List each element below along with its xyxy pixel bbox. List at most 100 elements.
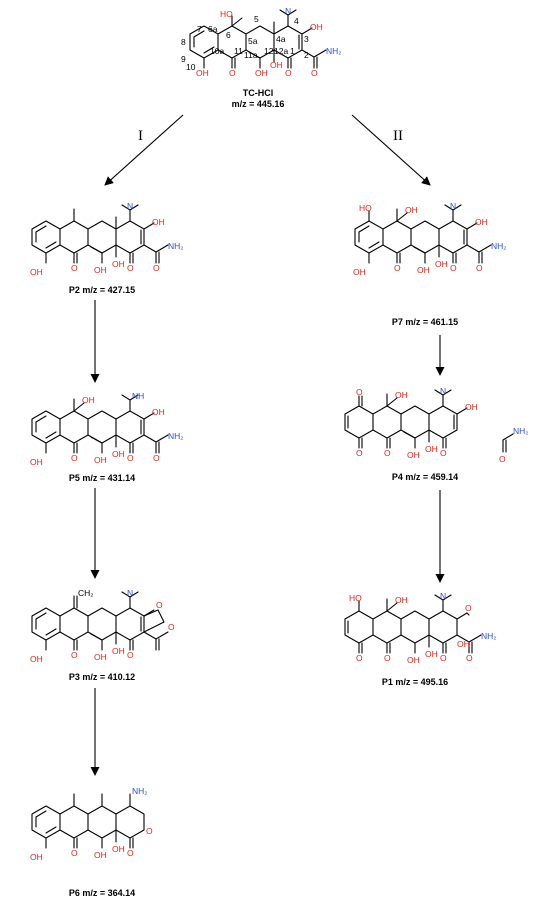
atom-label: OH [310,22,323,32]
svg-text:O: O [450,263,457,273]
svg-text:NH₂: NH₂ [168,241,184,251]
svg-text:O: O [153,453,160,463]
svg-text:OH: OH [30,852,43,862]
parent-mz-label: m/z = 445.16 [232,99,285,109]
svg-text:O: O [440,448,447,458]
svg-text:O: O [440,653,447,663]
product-p2: OH O OH OH O O OH NH₂ N P2 m/z = 427.15 [30,201,184,295]
atom-label: O [311,68,318,78]
svg-text:OH: OH [425,444,438,454]
svg-text:NH₂: NH₂ [491,241,507,251]
svg-text:OH: OH [435,259,448,269]
svg-text:5a: 5a [248,36,258,46]
svg-text:5: 5 [254,14,259,24]
p3-label: P3 m/z = 410.12 [69,672,135,682]
svg-text:O: O [127,650,134,660]
svg-text:NH₂: NH₂ [513,426,529,436]
svg-text:OH: OH [82,395,95,405]
svg-text:OH: OH [112,844,125,854]
product-p7: HO OH OH O OH OH O O OH NH₂ N P7 m/z = 4… [353,201,507,327]
atom-label: N [285,6,291,16]
p5-label: P5 m/z = 431.14 [69,473,135,483]
parent-name-label: TC-HCl [243,88,274,98]
svg-text:O: O [476,263,483,273]
svg-text:NH: NH [132,391,144,401]
product-p1: HO OH O O OH OH O O O OH NH₂ N P1 m/z = … [344,591,497,687]
atom-label: OH [270,60,283,70]
svg-text:HO: HO [349,593,362,603]
svg-text:N: N [440,386,446,396]
svg-text:8: 8 [181,37,186,47]
p7-label: P7 m/z = 461.15 [392,317,458,327]
parent-molecule-tc-hcl: HO OH OH O OH OH O O NH₂ N 7 8 9 10 6a 1… [181,6,342,109]
pathway-arrow-left [104,114,184,186]
svg-text:O: O [356,448,363,458]
svg-text:O: O [465,603,472,613]
svg-text:4a: 4a [276,34,286,44]
svg-text:OH: OH [94,850,107,860]
svg-text:OH: OH [94,652,107,662]
svg-text:OH: OH [417,265,430,275]
svg-text:OH: OH [465,402,478,412]
svg-text:OH: OH [94,455,107,465]
pathway-arrow-right [351,114,431,186]
product-p3: CH₂ OH O OH OH O O O N P3 m/z = 410.12 [30,588,175,682]
svg-text:O: O [466,653,473,663]
svg-text:1: 1 [290,46,295,56]
svg-text:6: 6 [226,30,231,40]
svg-text:3: 3 [304,34,309,44]
atom-label: OH [255,68,268,78]
svg-text:12: 12 [264,46,274,56]
product-p6: NH₂ OH O OH OH O O P6 m/z = 364.14 [30,786,153,898]
svg-text:NH₂: NH₂ [168,431,184,441]
svg-text:OH: OH [30,654,43,664]
svg-text:O: O [156,600,163,610]
svg-text:O: O [127,263,134,273]
svg-text:10a: 10a [210,46,224,56]
svg-text:O: O [384,448,391,458]
p2-label: P2 m/z = 427.15 [69,285,135,295]
svg-text:OH: OH [112,259,125,269]
atom-label: HO [220,9,233,19]
svg-text:6a: 6a [208,24,218,34]
svg-text:O: O [127,453,134,463]
svg-text:10: 10 [186,62,196,72]
svg-text:CH₂: CH₂ [78,588,94,598]
svg-text:OH: OH [395,595,408,605]
svg-text:OH: OH [30,267,43,277]
svg-text:4: 4 [294,16,299,26]
svg-text:N: N [450,201,456,211]
svg-text:OH: OH [30,457,43,467]
svg-text:11a: 11a [244,50,258,60]
svg-text:OH: OH [475,217,488,227]
svg-text:NH₂: NH₂ [132,786,148,796]
svg-text:N: N [127,201,133,211]
svg-text:OH: OH [425,649,438,659]
atom-label: O [229,68,236,78]
svg-text:O: O [356,653,363,663]
svg-text:OH: OH [353,267,366,277]
svg-text:OH: OH [407,450,420,460]
svg-text:O: O [356,387,363,397]
svg-text:OH: OH [112,449,125,459]
p6-label: P6 m/z = 364.14 [69,888,135,898]
svg-text:O: O [146,826,153,836]
svg-text:HO: HO [359,203,372,213]
product-p4: O OH O O OH OH O OH O NH₂ N P4 m/z = 459… [344,386,529,482]
svg-text:NH₂: NH₂ [481,631,497,641]
svg-text:O: O [153,263,160,273]
svg-text:11: 11 [234,46,243,56]
svg-text:O: O [384,653,391,663]
svg-text:O: O [168,622,175,632]
svg-text:O: O [127,848,134,858]
atom-label: OH [196,68,209,78]
svg-text:OH: OH [457,639,470,649]
svg-text:N: N [440,591,446,601]
pathway-label-right: II [393,128,403,144]
svg-text:OH: OH [407,655,420,665]
svg-text:OH: OH [395,390,408,400]
svg-text:9: 9 [181,54,186,64]
pathway-label-left: I [138,128,143,144]
product-p5: OH OH O OH OH O O OH NH₂ NH P5 m/z = 431… [30,391,184,483]
